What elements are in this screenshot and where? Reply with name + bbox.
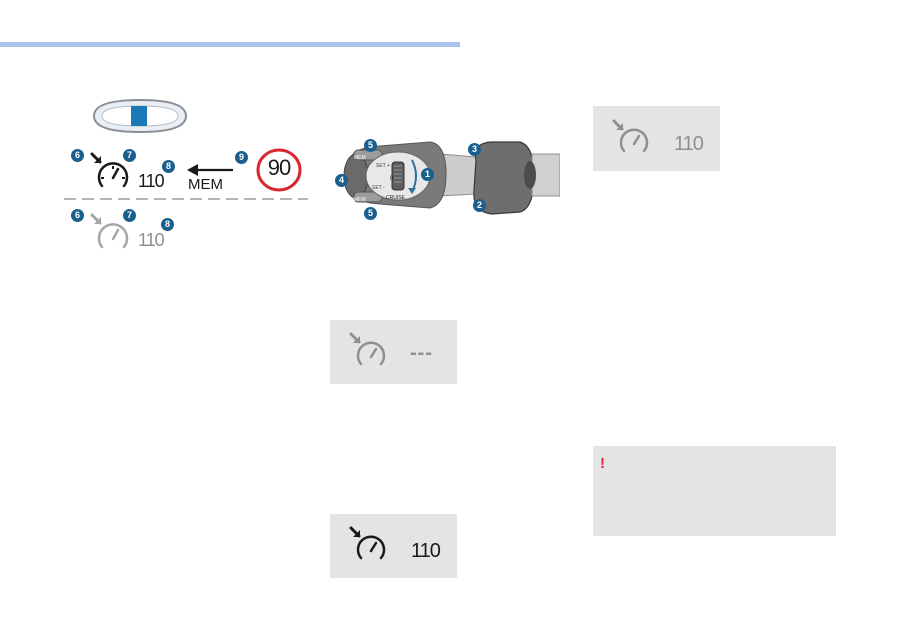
cruise-control-speedometer-icon [349,526,386,560]
cruise-control-stalk-illustration [343,141,560,215]
header-rule [0,42,460,47]
active-speed-value: 110 [138,171,165,191]
badge-8: 8 [162,160,175,173]
badge-5-top: 5 [364,139,377,152]
inactive-speed-value: 110 [138,230,165,250]
speed-limit-sign-icon [256,148,302,192]
badge-9: 9 [235,151,248,164]
badge-7: 7 [123,149,136,162]
display-panel-active: 110 [330,514,457,578]
instrument-cluster-icon [92,98,188,134]
badge-3: 3 [468,143,481,156]
badge-6-inactive: 6 [71,209,84,222]
badge-2: 2 [473,199,486,212]
panel-speed-value: 110 [411,540,441,562]
stalk-set-minus-label: SET - [372,185,385,191]
stalk-mem-bottom-label: MEM [354,197,366,203]
dashed-separator [64,198,308,200]
display-panel-no-speed: --- [330,320,457,384]
cruise-control-speedometer-icon [90,152,129,188]
badge-6: 6 [71,149,84,162]
speed-limit-value: 90 [267,155,291,180]
arrow-left-icon [187,164,233,176]
cruise-control-speedometer-icon [612,119,649,153]
badge-8-inactive: 8 [161,218,174,231]
exclamation-icon: ! [600,455,605,472]
cruise-control-speedometer-icon [349,332,386,366]
panel-speed-value: 110 [674,133,704,155]
panel-speed-value: --- [410,342,433,364]
warning-box [593,446,836,536]
cruise-control-speedometer-icon-inactive [90,213,129,249]
badge-5-bottom: 5 [364,207,377,220]
stalk-set-plus-label: SET + [376,163,390,169]
badge-1: 1 [421,168,434,181]
display-panel-paused: 110 [593,106,720,171]
stalk-mem-top-label: MEM [354,155,366,161]
stalk-off-label: 0 [390,176,394,182]
stalk-cruise-label: CRUISE [386,195,405,201]
badge-7-inactive: 7 [123,209,136,222]
mem-label: MEM [188,176,223,193]
badge-4: 4 [335,174,348,187]
